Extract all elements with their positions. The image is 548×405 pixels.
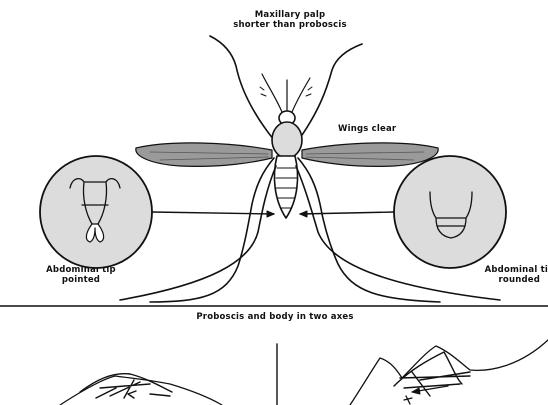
abdomen bbox=[274, 156, 297, 218]
arrow-left bbox=[152, 212, 274, 214]
arrow-right bbox=[300, 212, 394, 214]
wing-left bbox=[136, 143, 272, 166]
bottom-right-skin bbox=[350, 340, 548, 405]
antenna-left bbox=[262, 74, 282, 112]
wing-right bbox=[302, 143, 438, 166]
thorax bbox=[272, 122, 302, 158]
inset-right-circle bbox=[394, 156, 506, 268]
leg-left-1 bbox=[150, 158, 274, 302]
front-leg-left bbox=[210, 36, 274, 140]
inset-left-circle bbox=[40, 156, 152, 268]
bottom-left-skin bbox=[60, 376, 222, 405]
front-leg-right bbox=[300, 44, 362, 138]
